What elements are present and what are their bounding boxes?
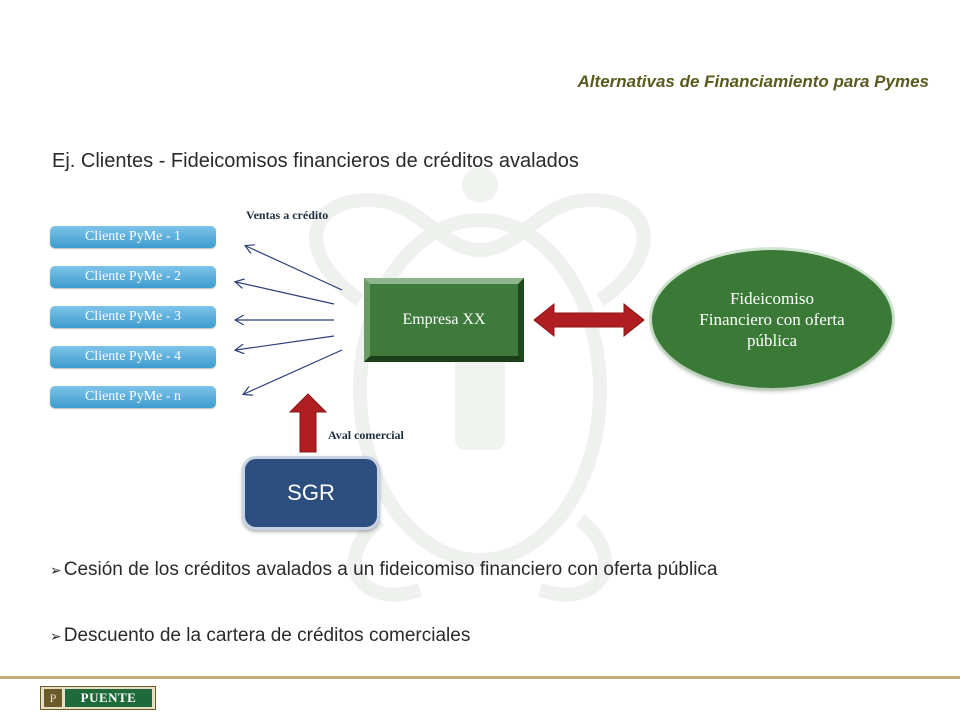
slide-header-title: Alternativas de Financiamiento para Pyme…	[577, 72, 929, 91]
footer-divider	[0, 676, 960, 679]
logo-text: PUENTE	[65, 689, 152, 707]
puente-logo: P PUENTE	[40, 686, 156, 710]
double-arrow	[533, 302, 645, 338]
slide-subtitle: Ej. Clientes - Fideicomisos financieros …	[52, 150, 579, 172]
guarantee-arrow	[288, 393, 328, 453]
bullet-item-1: ➢Cesión de los créditos avalados a un fi…	[50, 558, 740, 582]
bullet-arrow-icon: ➢	[50, 628, 62, 644]
sgr-box: SGR	[242, 456, 380, 530]
client-box-1: Cliente PyMe - 1	[50, 226, 216, 248]
guarantee-label: Aval comercial	[328, 428, 404, 442]
sales-label: Ventas a crédito	[246, 208, 329, 222]
sales-arrow-2	[236, 282, 335, 305]
sgr-label: SGR	[287, 480, 335, 505]
sales-arrow-4	[236, 335, 335, 350]
trust-ellipse: Fideicomiso Financiero con oferta públic…	[652, 250, 892, 388]
bullet-arrow-icon: ➢	[50, 562, 62, 578]
client-box-2: Cliente PyMe - 2	[50, 266, 216, 288]
client-box-n: Cliente PyMe - n	[50, 386, 216, 408]
logo-mark-icon: P	[44, 689, 62, 707]
bullet-text-2: Descuento de la cartera de créditos come…	[63, 625, 471, 646]
client-box-4: Cliente PyMe - 4	[50, 346, 216, 368]
trust-label: Fideicomiso Financiero con oferta públic…	[699, 288, 845, 350]
sales-arrow-5	[244, 349, 343, 394]
bullet-item-2: ➢Descuento de la cartera de créditos com…	[50, 624, 470, 648]
company-label: Empresa XX	[402, 311, 486, 328]
company-box: Empresa XX	[364, 278, 524, 362]
sales-arrow-1	[246, 246, 343, 291]
client-box-3: Cliente PyMe - 3	[50, 306, 216, 328]
bullet-text-1: Cesión de los créditos avalados a un fid…	[63, 559, 718, 580]
